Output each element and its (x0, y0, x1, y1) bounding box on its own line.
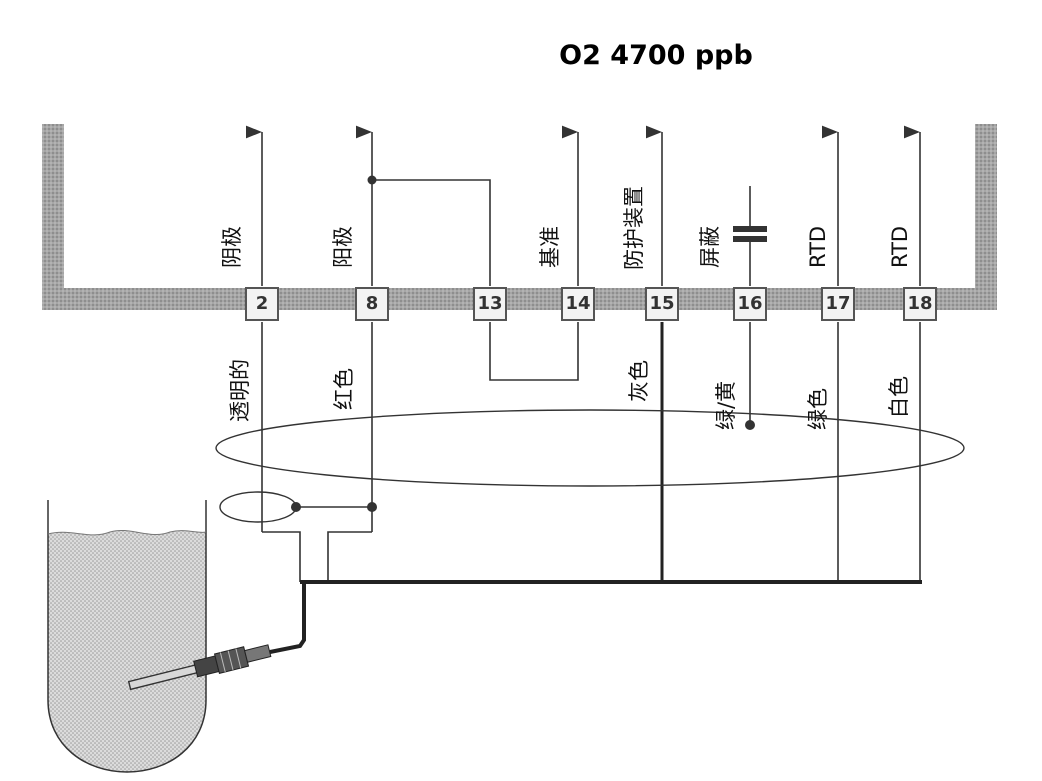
lower-wires (261, 322, 921, 582)
shield-capacitor-symbol (733, 186, 767, 286)
label-cathode: 阴极 (220, 226, 244, 268)
terminal-13: 13 (473, 287, 507, 321)
shield-junction-dot (745, 420, 755, 430)
terminal-8: 8 (355, 287, 389, 321)
label-gray: 灰色 (627, 360, 651, 402)
terminal-18: 18 (903, 287, 937, 321)
cable-shield-ellipse (215, 409, 965, 487)
label-anode: 阳极 (331, 226, 355, 268)
terminal-14: 14 (561, 287, 595, 321)
label-green-yellow: 绿/黄 (714, 380, 738, 430)
terminal-housing (42, 124, 997, 310)
sensor-probe (127, 644, 272, 691)
junction-dot-8-bottom (367, 502, 377, 512)
upper-wires (246, 125, 921, 286)
diagram-title: O2 4700 ppb (559, 40, 753, 71)
label-rtd-18: RTD (888, 225, 912, 268)
label-guard: 防护装置 (622, 186, 646, 270)
sensor-cable-wires (262, 506, 372, 582)
terminal-17: 17 (821, 287, 855, 321)
vessel (47, 500, 207, 773)
terminal-16: 16 (733, 287, 767, 321)
anode-loop-ellipse (219, 491, 297, 523)
label-transparent: 透明的 (228, 359, 252, 422)
terminal-2: 2 (245, 287, 279, 321)
label-rtd-17: RTD (806, 225, 830, 268)
label-red: 红色 (332, 368, 356, 410)
label-shield: 屏蔽 (698, 226, 722, 268)
label-green: 绿色 (806, 388, 830, 430)
label-reference: 基准 (538, 226, 562, 268)
sensor-cable (269, 582, 306, 654)
label-white: 白色 (887, 376, 911, 418)
junction-dot-loop (291, 502, 301, 512)
terminal-15: 15 (645, 287, 679, 321)
junction-dot-8-top (367, 175, 377, 185)
